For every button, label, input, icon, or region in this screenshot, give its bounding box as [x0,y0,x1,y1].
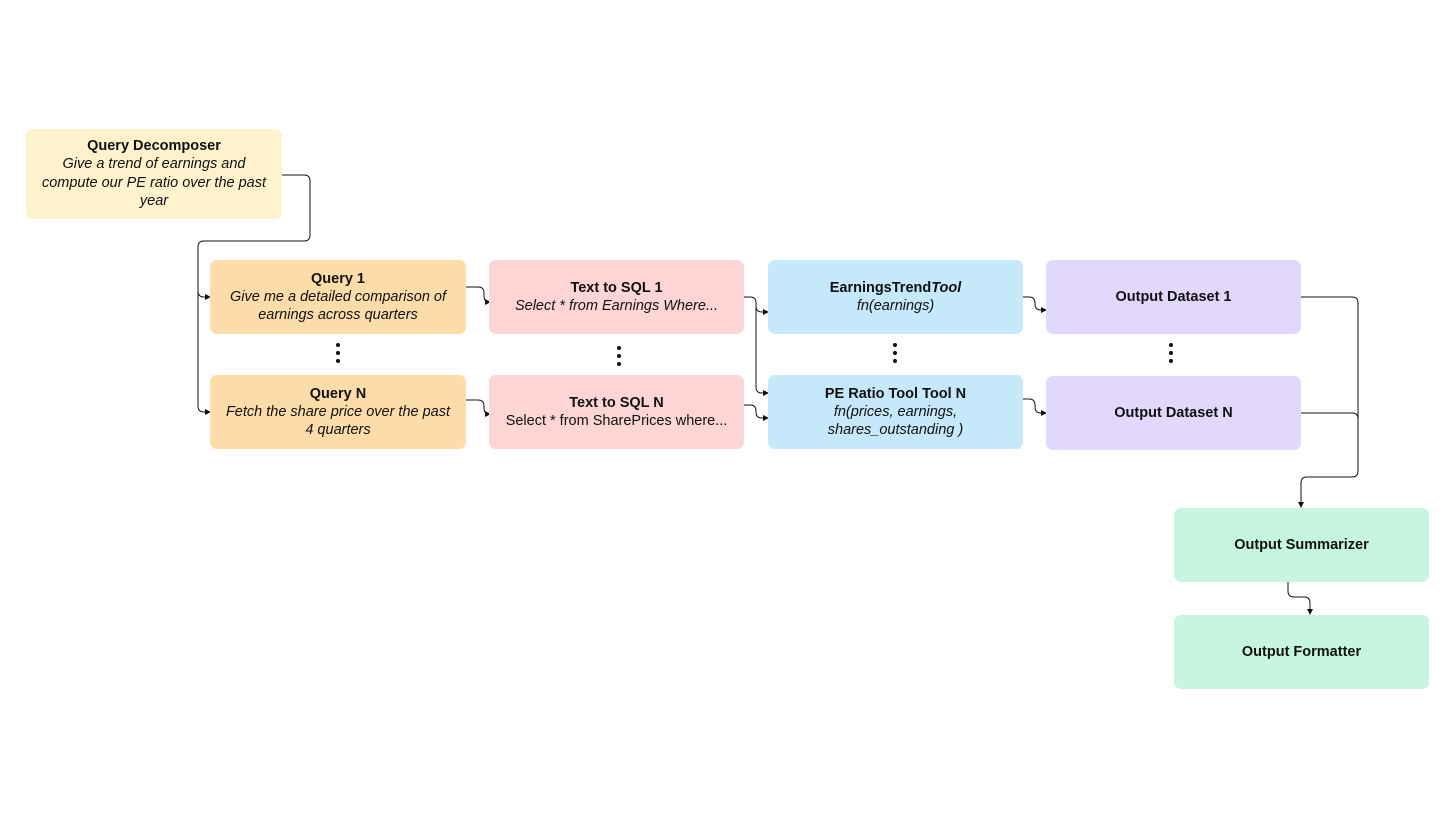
edge-query1-sql1 [466,286,491,305]
edge-tool1-dataset1 [1023,296,1047,313]
pe-ratio-tool-title: PE Ratio Tool Tool N [824,385,967,402]
edge-decomposer-queries [197,174,311,415]
text-to-sql-1-title: Text to SQL 1 [570,279,663,296]
output-dataset-n-title: Output Dataset N [1114,405,1233,421]
query-n-node: Query N Fetch the share price over the p… [210,375,466,449]
earnings-trend-tool-text: fn(earnings) [856,297,935,314]
pe-ratio-tool-node: PE Ratio Tool Tool N fn(prices, earnings… [768,375,1023,449]
dataset-ellipsis-icon [1169,343,1173,367]
earnings-trend-tool-title-italic: Tool [931,279,962,296]
query-decomposer-node: Query Decomposer Give a trend of earning… [26,129,282,219]
edge-toolN-datasetN [1023,398,1047,416]
output-dataset-1-title: Output Dataset 1 [1115,289,1232,305]
edge-decomposer-query1 [197,290,211,300]
earnings-trend-tool-node: EarningsTrendTool fn(earnings) [768,260,1023,334]
earnings-trend-tool-title: EarningsTrendTool [830,279,962,297]
edge-queryN-sqlN [466,399,491,417]
tool-ellipsis-icon [893,343,897,367]
query-decomposer-title: Query Decomposer [87,138,221,155]
output-formatter-title: Output Formatter [1241,644,1362,660]
query-n-title: Query N [309,385,367,402]
text-to-sql-n-node: Text to SQL N Select * from SharePrices … [489,375,744,449]
pe-ratio-tool-text: fn(prices, earnings, shares_outstanding … [827,403,964,439]
text-to-sql-n-title: Text to SQL N [569,394,664,411]
query-1-title: Query 1 [311,270,365,287]
query-ellipsis-icon [336,343,340,367]
query-decomposer-text: Give a trend of earnings and compute our… [41,156,267,210]
edge-summarizer-formatter [1287,582,1313,615]
edge-sql1-toolN [755,306,769,396]
output-dataset-1-node: Output Dataset 1 [1046,260,1301,334]
output-dataset-n-node: Output Dataset N [1046,376,1301,450]
text-to-sql-1-text: Select * from Earnings Where... [514,297,719,314]
edge-sqlN-toolN [744,404,769,421]
edge-datasetN-summarizer [1301,412,1359,420]
sql-ellipsis-icon [617,346,621,370]
output-summarizer-node: Output Summarizer [1174,508,1429,582]
output-summarizer-title: Output Summarizer [1234,537,1369,553]
output-formatter-node: Output Formatter [1174,615,1429,689]
text-to-sql-n-text: Select * from SharePrices where... [505,412,728,429]
edge-sql1-tool1 [744,296,769,315]
edge-dataset1-summarizer [1298,296,1359,508]
query-1-node: Query 1 Give me a detailed comparison of… [210,260,466,334]
earnings-trend-tool-title-main: EarningsTrend [829,279,932,296]
query-1-text: Give me a detailed comparison of earning… [230,288,446,324]
query-n-text: Fetch the share price over the past 4 qu… [225,403,451,439]
text-to-sql-1-node: Text to SQL 1 Select * from Earnings Whe… [489,260,744,334]
